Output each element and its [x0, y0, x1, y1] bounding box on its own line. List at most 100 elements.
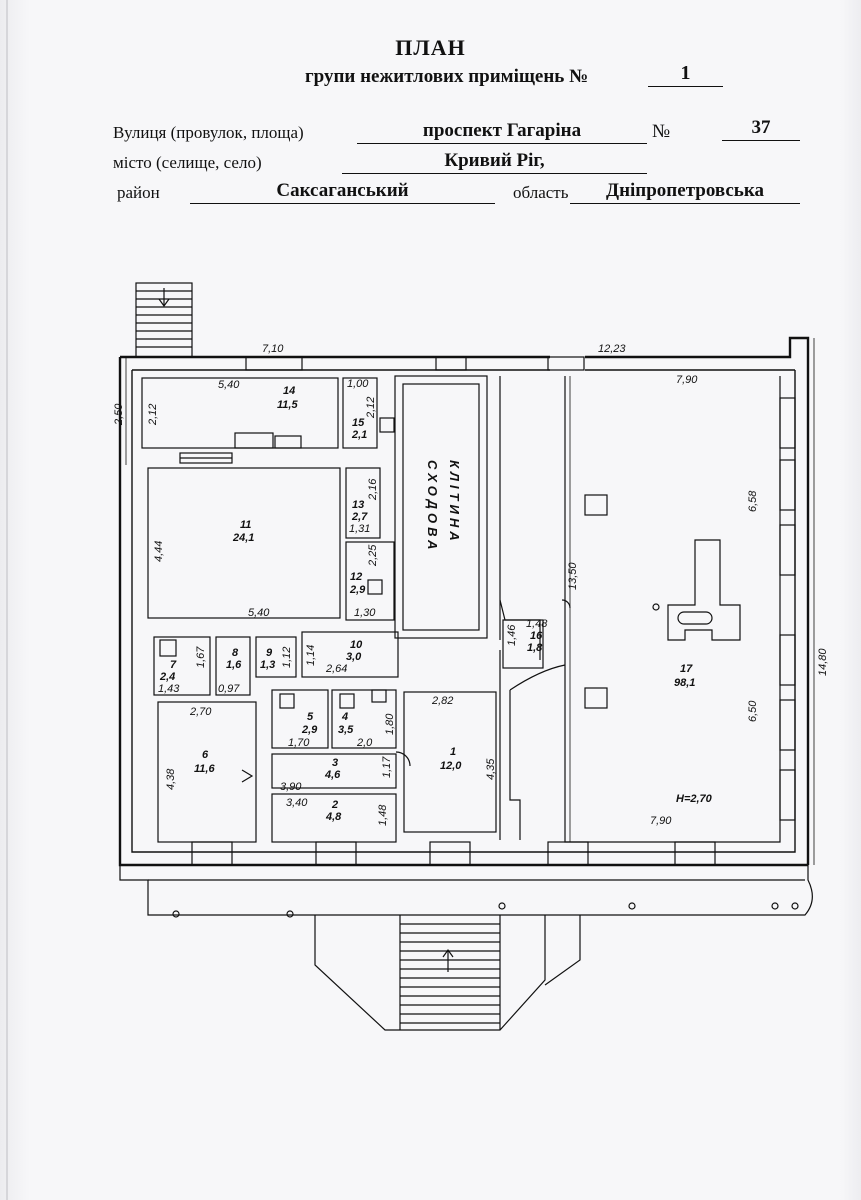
room-area: 3,0	[346, 651, 362, 663]
room-number: 14	[283, 385, 295, 397]
room-number: 15	[352, 417, 365, 429]
dim-r13-width: 1,31	[349, 523, 370, 535]
room-number: 12	[350, 571, 362, 583]
dim-r1-height: 4,35	[485, 758, 497, 780]
dim-r12-height: 2,25	[367, 544, 379, 567]
sink-icon	[379, 417, 395, 433]
room-8	[215, 636, 251, 696]
room-4	[331, 689, 397, 749]
dim-r16-width: 1,48	[526, 618, 548, 630]
house-number-label: №	[652, 121, 671, 142]
dim-r17-bottom: 7,90	[650, 815, 672, 827]
dim-r7-side: 1,67	[195, 646, 207, 668]
room-number: 4	[341, 711, 348, 723]
room-number: 10	[350, 639, 363, 651]
dim-r10-width: 2,64	[325, 663, 347, 675]
toilet-icon	[279, 693, 295, 709]
room-area: 12,0	[440, 760, 462, 772]
dim-r17-top: 7,90	[676, 374, 698, 386]
room-number: 8	[232, 647, 239, 659]
city-label: місто (селище, село)	[113, 153, 262, 172]
dim-r11-width: 5,40	[248, 607, 270, 619]
room-9	[255, 636, 297, 678]
dim-r14-height: 2,12	[147, 404, 159, 426]
room-area: 11,6	[194, 763, 215, 775]
room-number: 13	[352, 499, 364, 511]
dim-top-left: 7,10	[262, 343, 284, 355]
dim-r15-height: 2,12	[365, 397, 377, 419]
page-binding-edge	[6, 0, 8, 1200]
room-1	[403, 691, 497, 833]
room-14	[141, 377, 339, 449]
room-5	[271, 689, 329, 749]
room-7	[153, 636, 211, 696]
dim-r3-side: 1,17	[381, 756, 393, 778]
document-title: ПЛАН	[395, 35, 466, 60]
district-label: район	[117, 183, 160, 202]
room-13	[345, 467, 381, 539]
room-number: 17	[680, 663, 693, 675]
room-area: 3,5	[338, 724, 354, 736]
dim-top-right: 12,23	[598, 343, 626, 355]
room-area: 2,4	[159, 671, 175, 683]
dim-r11-height: 4,44	[153, 541, 165, 562]
room-16	[502, 619, 544, 669]
room-area: 2,9	[349, 584, 366, 596]
dim-r6-height: 4,38	[165, 768, 177, 790]
column	[584, 494, 608, 516]
room-area: 2,1	[351, 429, 367, 441]
region-value: Дніпропетровська	[570, 180, 800, 204]
dim-r9-side: 1,12	[281, 647, 293, 668]
house-number-value: 37	[722, 117, 800, 141]
room-area: 4,8	[325, 811, 342, 823]
room-number: 16	[530, 630, 543, 642]
dim-r3-width: 3,90	[280, 781, 302, 793]
stairwell-label-1: СХОДОВА	[425, 460, 440, 553]
dim-r1-width: 2,82	[431, 695, 453, 707]
room-number: 3	[332, 757, 338, 769]
dim-r17-inner: 13,50	[567, 562, 579, 590]
sink-icon	[371, 689, 387, 703]
room-area: 1,8	[527, 642, 543, 654]
dim-r17-side2: 6,50	[747, 700, 759, 722]
room-10	[301, 631, 399, 678]
dim-r5-width: 1,70	[288, 737, 310, 749]
column	[584, 687, 608, 709]
room-15	[342, 377, 378, 449]
ceiling-height: H=2,70	[676, 793, 713, 805]
room-number: 6	[202, 749, 209, 761]
city-value: Кривий Ріг,	[342, 150, 647, 174]
document-subtitle: групи нежитлових приміщень №	[305, 66, 589, 87]
room-area: 1,6	[226, 659, 242, 671]
stairwell	[394, 375, 488, 639]
dim-r14-width: 5,40	[218, 379, 240, 391]
dim-r17-side1: 6,58	[747, 490, 759, 512]
room-3	[271, 753, 397, 789]
district-value: Саксаганський	[190, 180, 495, 204]
dim-left-side: 2,50	[113, 403, 125, 426]
sink-icon	[367, 579, 383, 595]
street-label: Вулиця (провулок, площа)	[113, 123, 304, 142]
toilet-icon	[339, 693, 355, 709]
group-number: 1	[648, 62, 723, 87]
room-number: 2	[331, 799, 338, 811]
dim-r6-width: 2,70	[189, 706, 212, 718]
room-area: 2,7	[351, 511, 368, 523]
room-area: 11,5	[277, 399, 298, 411]
dim-r12-width: 1,30	[354, 607, 376, 619]
room-number: 9	[266, 647, 273, 659]
region-label: область	[513, 183, 569, 202]
room-17	[564, 376, 781, 843]
dim-r10-side: 1,14	[305, 645, 317, 666]
dim-r15-width: 1,00	[347, 378, 369, 390]
room-area: 2,9	[301, 724, 318, 736]
street-value: проспект Гагаріна	[357, 120, 647, 144]
dim-r16-height: 1,46	[506, 624, 518, 646]
stairwell-label-2: КЛІТИНА	[447, 460, 462, 545]
bottom-entrance-stair	[314, 915, 546, 1031]
room-area: 4,6	[324, 769, 341, 781]
dim-r4-width: 2,0	[356, 737, 373, 749]
room-area: 1,3	[260, 659, 275, 671]
